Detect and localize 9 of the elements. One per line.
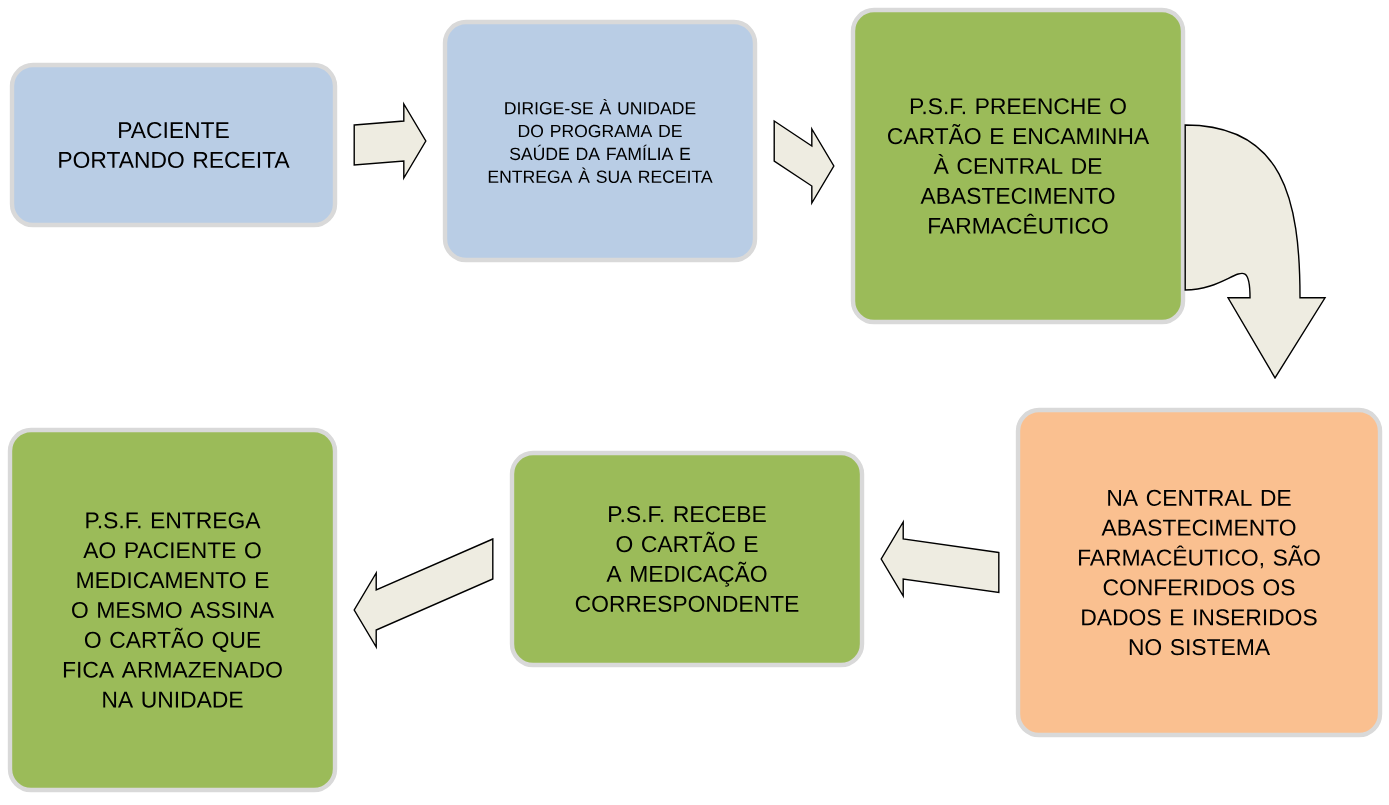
process-box: PACIENTE PORTANDO RECEITA	[9, 62, 338, 228]
block-arrow	[880, 519, 1000, 599]
curved-arrow	[1184, 124, 1326, 379]
process-box: NA CENTRAL DE ABASTECIMENTO FARMACÊUTICO, SÃO CONFERIDOS OS DADOS E INSERIDOS NO SISTEMA	[1015, 407, 1383, 738]
process-box: P.S.F. RECEBE O CARTÃO E A MEDICAÇÃO CORRESPONDENTE	[509, 450, 865, 668]
process-box: P.S.F. PREENCHE O CARTÃO E ENCAMINHA À CENTRAL DE ABASTECIMENTO FARMACÊUTICO	[850, 7, 1186, 325]
process-box: P.S.F. ENTREGA AO PACIENTE O MEDICAMENTO E O MESMO ASSINA O CARTÃO QUE FICA ARMAZENADO NA UNIDADE	[7, 427, 338, 793]
block-arrow	[353, 101, 427, 181]
process-box: DIRIGE-SE À UNIDADE DO PROGRAMA DE SAÚDE DA FAMÍLIA E ENTREGA À SUA RECEITA	[442, 19, 758, 263]
